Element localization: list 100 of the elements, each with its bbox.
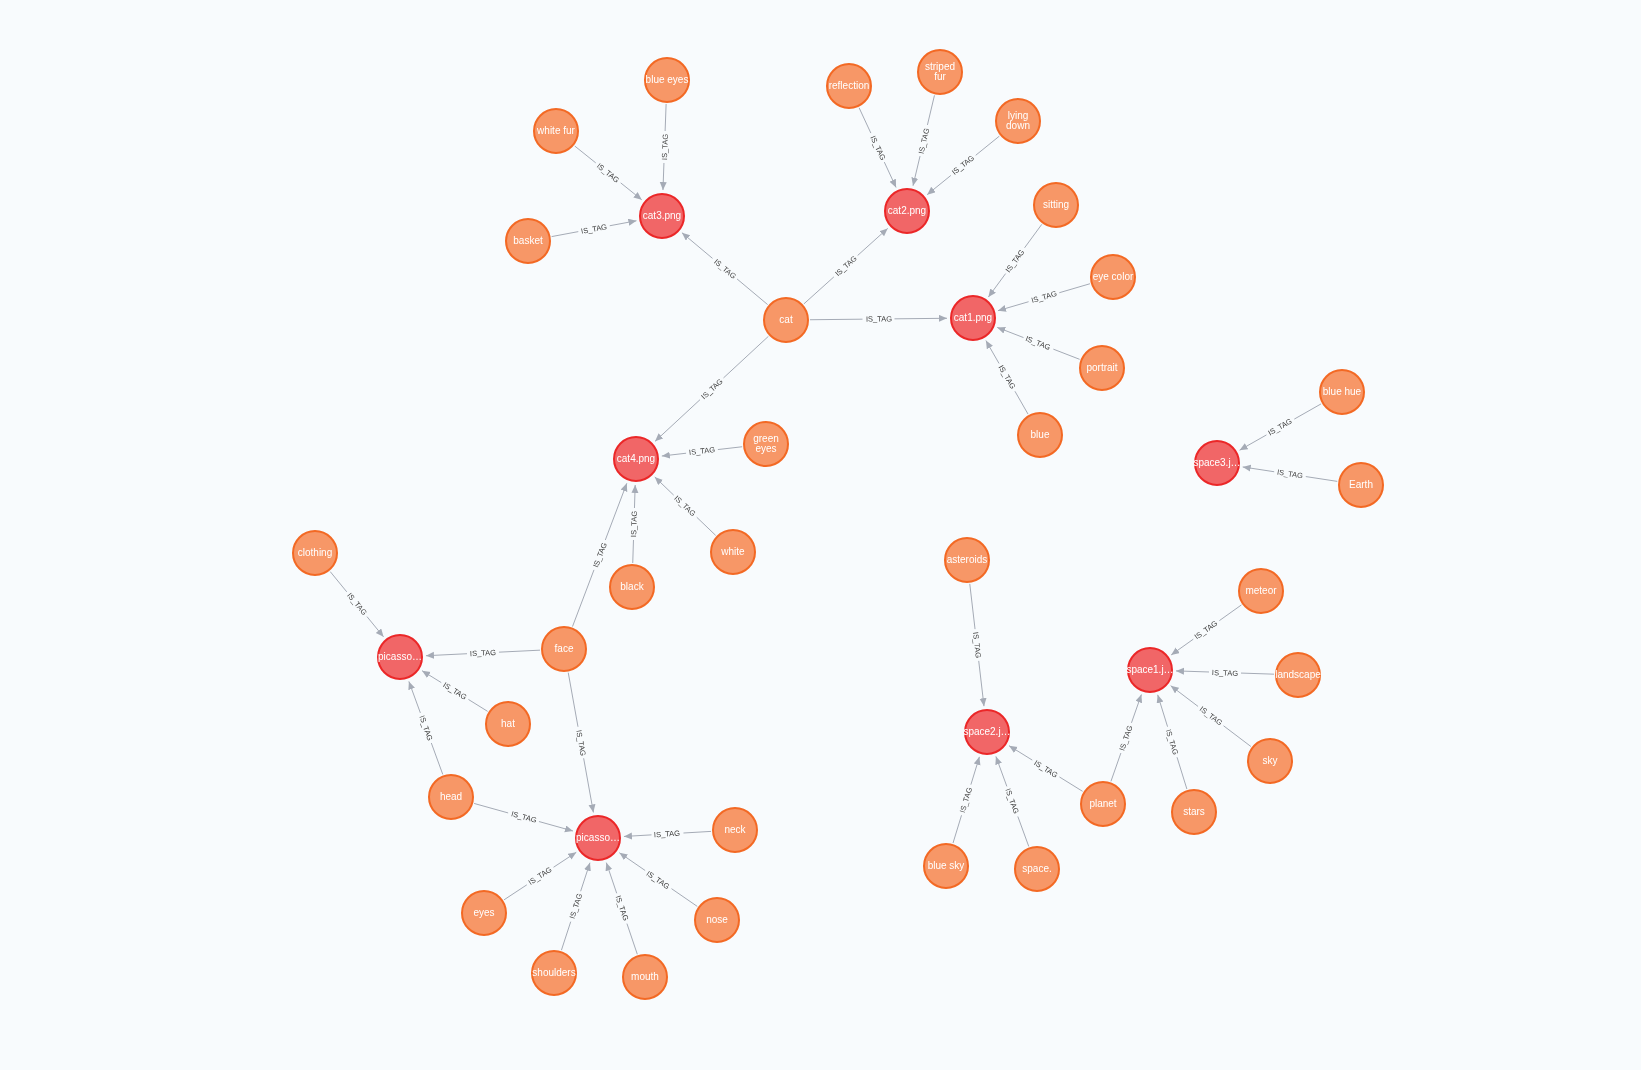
image-node <box>964 709 1010 755</box>
node-label: blue sky <box>927 861 965 871</box>
node-label: planet <box>1089 799 1117 809</box>
arrow <box>809 314 948 322</box>
node-label: picasso… <box>378 652 422 662</box>
arrow <box>803 227 889 305</box>
node-label: eye color <box>1092 272 1134 282</box>
tag-node <box>1171 789 1217 835</box>
arrow <box>572 482 628 628</box>
arrow <box>654 335 769 442</box>
tag-node <box>428 774 474 820</box>
image-node <box>639 193 685 239</box>
node-label: Earth <box>1349 480 1373 490</box>
tag-node <box>1319 369 1365 415</box>
arrow <box>926 135 1000 196</box>
node-label: picasso… <box>576 833 620 843</box>
node-label: neck <box>724 825 746 835</box>
node-label: eyes <box>473 908 495 918</box>
node-label: stars <box>1183 807 1205 817</box>
tag-node <box>541 626 587 672</box>
image-node <box>377 634 423 680</box>
node-label: blue hue <box>1322 387 1362 397</box>
node-label: cat <box>779 315 793 325</box>
tag-node <box>826 63 872 109</box>
tag-node <box>505 218 551 264</box>
arrow <box>631 484 639 564</box>
arrow <box>661 446 743 459</box>
node-label: blue eyes <box>645 75 689 85</box>
arrow <box>1156 694 1188 790</box>
tag-node <box>609 564 655 610</box>
node-label: white fur <box>537 126 575 136</box>
tag-node <box>1080 781 1126 827</box>
node-label: face <box>554 644 574 654</box>
arrow <box>995 755 1030 847</box>
node-label: basket <box>513 236 543 246</box>
node-label: blue <box>1030 430 1050 440</box>
arrow <box>473 802 574 833</box>
arrow <box>1170 685 1252 747</box>
tag-node <box>712 807 758 853</box>
arrow <box>969 583 987 707</box>
tag-node <box>1079 345 1125 391</box>
image-node <box>950 295 996 341</box>
node-label: landscape <box>1275 670 1321 680</box>
tag-node <box>1247 738 1293 784</box>
image-node <box>613 436 659 482</box>
arrow <box>560 862 591 951</box>
tag-node <box>917 49 963 95</box>
arrow <box>911 94 935 187</box>
node-label: portrait <box>1086 363 1118 373</box>
tag-node <box>763 297 809 343</box>
node-label: mouth <box>631 972 659 982</box>
node-label: sky <box>1262 756 1278 766</box>
arrow <box>623 830 712 840</box>
tag-node <box>1275 652 1321 698</box>
arrow <box>605 862 638 955</box>
arrow <box>659 103 667 191</box>
node-label: space3.j… <box>1193 458 1241 468</box>
arrow <box>985 340 1029 415</box>
tag-node <box>1238 568 1284 614</box>
arrow <box>408 680 444 775</box>
arrow <box>1242 464 1338 482</box>
node-label: cat1.png <box>953 313 993 323</box>
arrow <box>681 232 769 306</box>
arrow <box>1110 694 1143 782</box>
arrow <box>503 851 577 901</box>
node-label: hat <box>501 719 515 729</box>
tag-node <box>1338 462 1384 508</box>
arrow <box>551 218 637 238</box>
node-label: space2.j… <box>963 727 1011 737</box>
node-label: lying down <box>1005 111 1031 131</box>
tag-node <box>1014 846 1060 892</box>
image-node <box>884 188 930 234</box>
tag-node <box>622 954 668 1000</box>
node-label: asteroids <box>946 555 988 565</box>
image-node <box>575 815 621 861</box>
tag-node <box>710 529 756 575</box>
node-label: black <box>620 582 644 592</box>
node-label: reflection <box>828 81 870 91</box>
node-label: meteor <box>1245 586 1277 596</box>
arrow <box>1175 667 1275 675</box>
tag-node <box>995 98 1041 144</box>
node-label: cat2.png <box>887 206 927 216</box>
tag-node <box>1017 412 1063 458</box>
node-label: space. <box>1022 864 1052 874</box>
image-node <box>1194 440 1240 486</box>
arrow <box>858 107 897 188</box>
node-label: space1.j… <box>1126 665 1174 675</box>
tag-node <box>743 421 789 467</box>
tag-node <box>292 530 338 576</box>
node-label: sitting <box>1042 200 1070 210</box>
arrow <box>987 223 1043 298</box>
node-label: clothing <box>297 548 333 558</box>
node-label: cat4.png <box>616 454 656 464</box>
node-label: green eyes <box>752 434 780 454</box>
arrow <box>997 283 1091 312</box>
arrow <box>952 756 981 844</box>
node-label: striped fur <box>924 62 956 82</box>
tag-node <box>923 843 969 889</box>
tag-node <box>531 950 577 996</box>
image-node <box>1127 647 1173 693</box>
